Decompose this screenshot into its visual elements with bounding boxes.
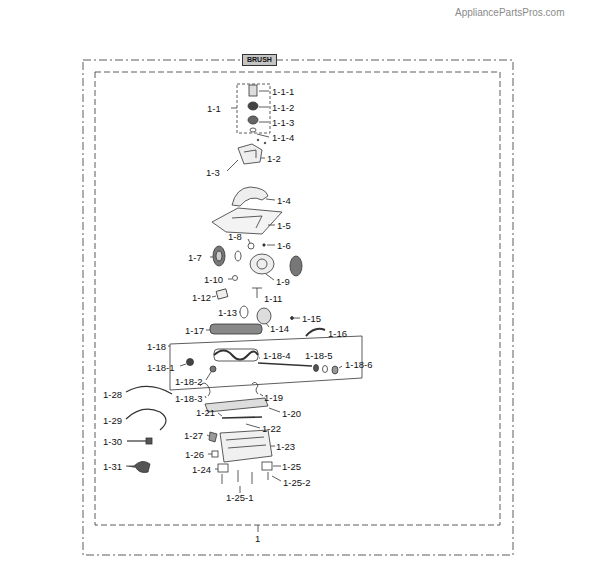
callout-number: 1-30 (103, 436, 122, 447)
callout-number: 1-19 (264, 392, 283, 403)
connector (126, 461, 150, 472)
brush-roll (214, 351, 258, 360)
leader-line (259, 122, 269, 123)
brush-roll (214, 349, 258, 361)
callout-number: 1-18-3 (175, 393, 202, 404)
rod (258, 363, 312, 366)
callout-number: 1-25-2 (283, 477, 310, 488)
callout-number: 1-13 (218, 307, 237, 318)
wire (126, 386, 172, 394)
callout-number: 1-18 (147, 341, 166, 352)
section-tab: BRUSH (242, 54, 277, 66)
part (250, 128, 256, 132)
callout-number: 1-25-1 (226, 492, 253, 503)
wheel (213, 246, 225, 266)
part (244, 150, 256, 158)
callout-number: 1-1-2 (272, 102, 294, 113)
callout-number: 1-17 (185, 325, 204, 336)
callout-number: 1-7 (188, 252, 202, 263)
part (248, 243, 254, 249)
callout-number: 1-18-6 (345, 359, 372, 370)
part (248, 102, 258, 110)
callout-number: 1-4 (277, 195, 291, 206)
part (249, 85, 257, 96)
callout-number: 1-10 (204, 274, 223, 285)
callout-number: 1-1 (207, 103, 221, 114)
part (262, 462, 272, 470)
part (233, 276, 238, 281)
housing (220, 430, 272, 462)
callout-number: 1-9 (276, 276, 290, 287)
part (257, 308, 271, 324)
part (210, 324, 262, 334)
callout-number: 1-22 (262, 423, 281, 434)
leader-line (259, 107, 269, 108)
wire (127, 440, 146, 441)
callout-number: 1-25 (282, 461, 301, 472)
part (212, 208, 282, 234)
group-frame (237, 84, 270, 133)
outer-frame (83, 60, 513, 555)
part (218, 464, 228, 472)
callout-number: 1-12 (192, 292, 211, 303)
callout-number: 1-20 (282, 408, 301, 419)
part (232, 187, 268, 206)
callout-number: 1-3 (206, 167, 220, 178)
wire (126, 409, 166, 430)
part (248, 116, 258, 124)
leader-line (258, 525, 259, 532)
callout-number: 1-26 (185, 449, 204, 460)
callout-number: 1-6 (277, 240, 291, 251)
callout-number: 1-1-4 (272, 132, 294, 143)
callout-number: 1-27 (184, 430, 203, 441)
leader-line (257, 134, 269, 137)
group-frame (170, 336, 362, 390)
wheel (290, 256, 302, 276)
section-title: BRUSH (247, 55, 272, 65)
callout-number: 1-24 (192, 464, 211, 475)
leader-line (231, 108, 237, 109)
leader-line (259, 91, 269, 92)
callout-number: 1-2 (267, 153, 281, 164)
callout-number: 1-16 (328, 328, 347, 339)
callout-number: 1-28 (103, 389, 122, 400)
screw (222, 470, 268, 484)
callout-number: 1-11 (264, 293, 282, 304)
callout-number: 1-15 (302, 313, 321, 324)
callout-number: 1-23 (276, 441, 295, 452)
clip (252, 382, 258, 394)
part (252, 288, 262, 298)
watermark: AppliancePartsPros.com (455, 7, 565, 18)
wheel (250, 254, 274, 274)
callout-number: 1-29 (103, 415, 122, 426)
part (240, 306, 248, 318)
callout-number: 1-8 (228, 231, 242, 242)
part (209, 432, 217, 442)
callout-number: 1-14 (270, 323, 289, 334)
part (187, 359, 194, 366)
callout-number: 1-31 (103, 461, 122, 472)
belt (306, 329, 325, 336)
callout-number: 1-1-1 (272, 86, 294, 97)
inner-frame (95, 72, 500, 525)
callout-number: 1-18-4 (263, 350, 290, 361)
callout-number: 1-21 (196, 407, 215, 418)
part (238, 144, 262, 164)
callout-number: 1-5 (277, 220, 291, 231)
callout-number: 1-1-3 (272, 117, 294, 128)
part (212, 451, 218, 457)
part (216, 289, 228, 299)
part (210, 366, 216, 372)
callout-number: 1-18-1 (147, 362, 174, 373)
callout-number: 1-18-2 (175, 376, 202, 387)
callout-number: 1 (255, 533, 260, 544)
callout-number: 1-18-5 (305, 350, 332, 361)
